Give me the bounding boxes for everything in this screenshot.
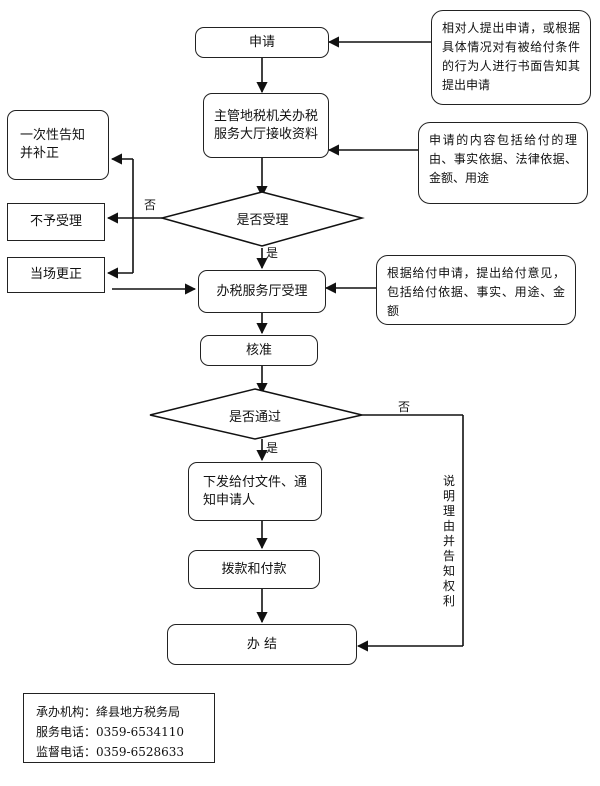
apply-label: 申请 [248, 34, 275, 50]
decision-pass-diamond [149, 388, 363, 440]
hall-accept-box: 办税服务厅受理 [198, 270, 326, 313]
decision-accept-label: 是否受理 [236, 212, 289, 228]
yes-label-2: 是 [266, 441, 279, 455]
yes-label-1: 是 [266, 246, 279, 260]
approve-label: 核准 [245, 342, 272, 358]
supplement-label: 一次性告知并补正 [20, 128, 86, 161]
issue-label: 下发给付文件、通知申请人 [203, 474, 308, 508]
content-note-text: 申请的内容包括给付的理由、事实依据、法律依据、金额、用途 [429, 133, 577, 185]
accept-note-text: 根据给付申请，提出给付意见，包括给付依据、事实、用途、金额 [387, 266, 565, 318]
approve-box: 核准 [200, 335, 318, 366]
correct-label: 当场更正 [29, 267, 82, 282]
no-label-2: 否 [398, 400, 411, 414]
hall-accept-label: 办税服务厅受理 [216, 283, 308, 299]
supervise-phone: 监督电话：0359-6528633 [36, 745, 185, 759]
service-phone: 服务电话：0359-6534110 [36, 725, 185, 739]
receive-box: 主管地税机关办税服务大厅接收资料 [203, 93, 329, 158]
reject-label: 不予受理 [29, 214, 82, 229]
correct-box: 当场更正 [7, 257, 105, 293]
decision-accept: 是否受理 [205, 208, 320, 228]
apply-note: 相对人提出申请，或根据具体情况对有被给付条件的行为人进行书面告知其提出申请 [431, 10, 591, 105]
receive-label: 主管地税机关办税服务大厅接收资料 [214, 108, 319, 142]
no-label-1: 否 [144, 198, 157, 212]
apply-note-text: 相对人提出申请，或根据具体情况对有被给付条件的行为人进行书面告知其提出申请 [442, 21, 580, 92]
decision-pass: 是否通过 [195, 405, 315, 425]
supplement-box: 一次性告知并补正 [7, 110, 109, 180]
explain-rights-label: 说明理由并告知权利 [442, 474, 455, 608]
pay-label: 拨款和付款 [221, 561, 287, 577]
contact-info-box: 承办机构：绛县地方税务局 服务电话：0359-6534110 监督电话：0359… [23, 693, 215, 763]
decision-accept-diamond [159, 191, 365, 247]
org-text: 承办机构：绛县地方税务局 [36, 705, 181, 719]
accept-note: 根据给付申请，提出给付意见，包括给付依据、事实、用途、金额 [376, 255, 576, 325]
apply-box: 申请 [195, 27, 329, 58]
finish-box: 办 结 [167, 624, 357, 665]
finish-label: 办 结 [246, 636, 278, 652]
pay-box: 拨款和付款 [188, 550, 320, 589]
decision-pass-label: 是否通过 [228, 409, 281, 425]
reject-box: 不予受理 [7, 203, 105, 241]
content-note: 申请的内容包括给付的理由、事实依据、法律依据、金额、用途 [418, 122, 588, 204]
issue-box: 下发给付文件、通知申请人 [188, 462, 322, 521]
